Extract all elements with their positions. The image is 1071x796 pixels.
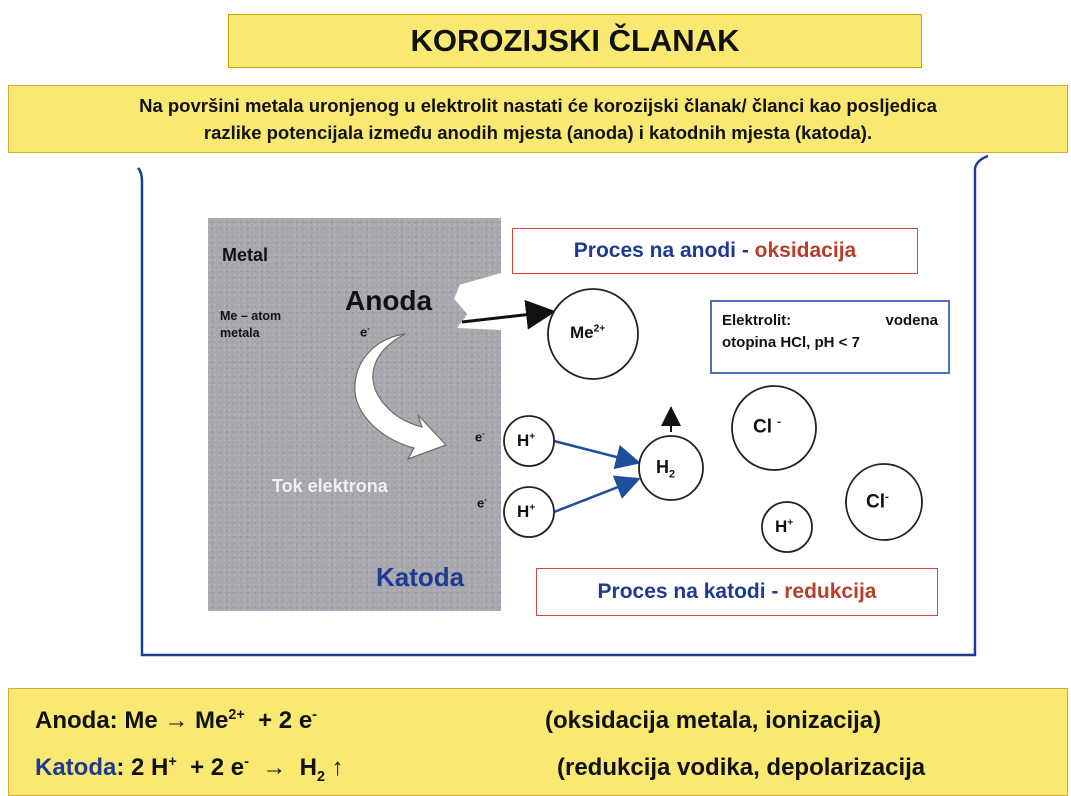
h-ion-circle-3 [761,501,813,553]
h-ion-label-2: H+ [517,502,536,521]
electrolyte-line1-a: Elektrolit: [722,312,792,329]
cl-ion-label-2: Cl- [866,491,889,513]
me-ion-circle [547,288,639,380]
intro-line-2: razlike potencijala između anodih mjesta… [203,122,873,143]
ionization-arrow [461,299,556,330]
atom-label-1: Me – atom [220,309,282,323]
atom-label-2: metala [220,326,260,340]
h2-circle [638,435,704,501]
cathode-note: (redukcija vodika, depolarizacija [557,754,926,781]
electron-flow-label: Tok elektrona [272,476,388,496]
electrolyte-line1-b: vodena [885,312,938,329]
equations-box: Anoda: Me → Me2+ + 2 e- (oksidacija meta… [8,688,1068,796]
cathode-equation: Katoda: 2 H+ + 2 e- → H2 ↑ [35,754,344,785]
anode-note: (oksidacija metala, ionizacija) [545,707,882,734]
metal-block [208,218,501,611]
h-ion-circle-2 [503,486,555,538]
page-title: KOROZIJSKI ČLANAK [410,23,740,58]
electron-3: e- [475,429,485,445]
cathode-process-box: Proces na katodi - redukcija [536,568,938,616]
cathode-eq-label: Katoda [35,754,117,781]
intro-line-1: Na površini metala uronjenog u elektroli… [139,95,937,116]
cathode-label: Katoda [376,562,465,592]
electron-4: e- [477,495,487,511]
anode-process-box: Proces na anodi - oksidacija [512,228,918,274]
me-ion-label: Me2+ [570,323,606,342]
cathode-process-type: redukcija [784,580,877,603]
anode-process-prefix: Proces na anodi - [573,239,755,262]
anode-equation: Anoda: Me → Me2+ + 2 e- [35,707,317,734]
h-to-h2-arrow-1 [553,439,641,470]
anode-process-type: oksidacija [754,239,857,262]
anode-label: Anoda [345,285,433,316]
h-ion-label-3: H+ [775,517,794,536]
h-ion-label-1: H+ [517,431,536,450]
cl-ion-circle-2 [845,463,923,541]
electrolyte-line2: otopina HCl, pH < 7 [722,334,860,351]
anode-eq-label: Anoda [35,707,110,734]
electrolyte-box: Elektrolit: vodena otopina HCl, pH < 7 [710,300,950,374]
cl-ion-circle-1 [731,385,817,471]
electron-1: e- [360,324,370,340]
intro-box: Na površini metala uronjenog u elektroli… [8,85,1068,153]
h2-label: H2 [656,457,676,481]
title-box: KOROZIJSKI ČLANAK [228,14,922,68]
tank-outline [137,154,989,657]
cl-ion-label-1: Cl - [753,416,782,438]
cathode-process-prefix: Proces na katodi - [597,580,785,603]
electron-flow-arrow [354,333,448,461]
h-to-h2-arrow-2 [553,475,641,514]
h-ion-circle-1 [503,415,555,467]
metal-label: Metal [222,245,269,265]
